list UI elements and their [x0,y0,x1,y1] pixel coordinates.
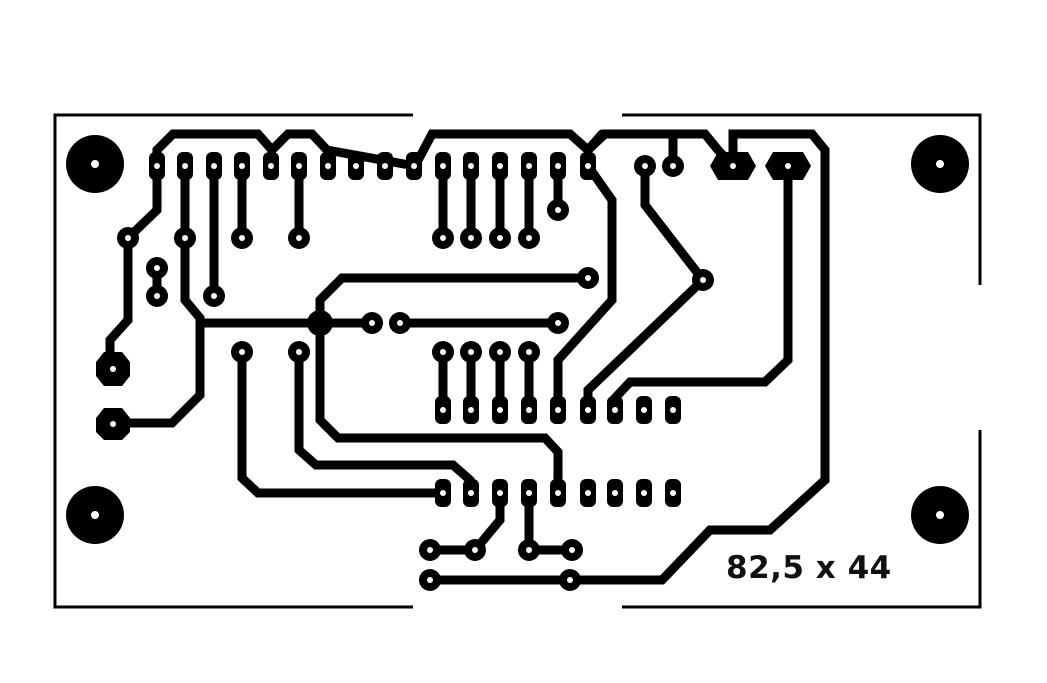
pad-round [117,199,714,591]
pad-row-top [149,152,811,180]
drill-holes [110,163,791,583]
board-outline [53,113,982,609]
board-dimension-label: 82,5 x 44 [726,550,892,586]
mounting-hole-top-left [66,135,124,193]
mounting-holes [66,135,969,544]
mounting-hole-bottom-left [66,486,124,544]
traces [105,129,830,585]
mounting-hole-bottom-right [911,486,969,544]
mounting-hole-top-right [911,135,969,193]
